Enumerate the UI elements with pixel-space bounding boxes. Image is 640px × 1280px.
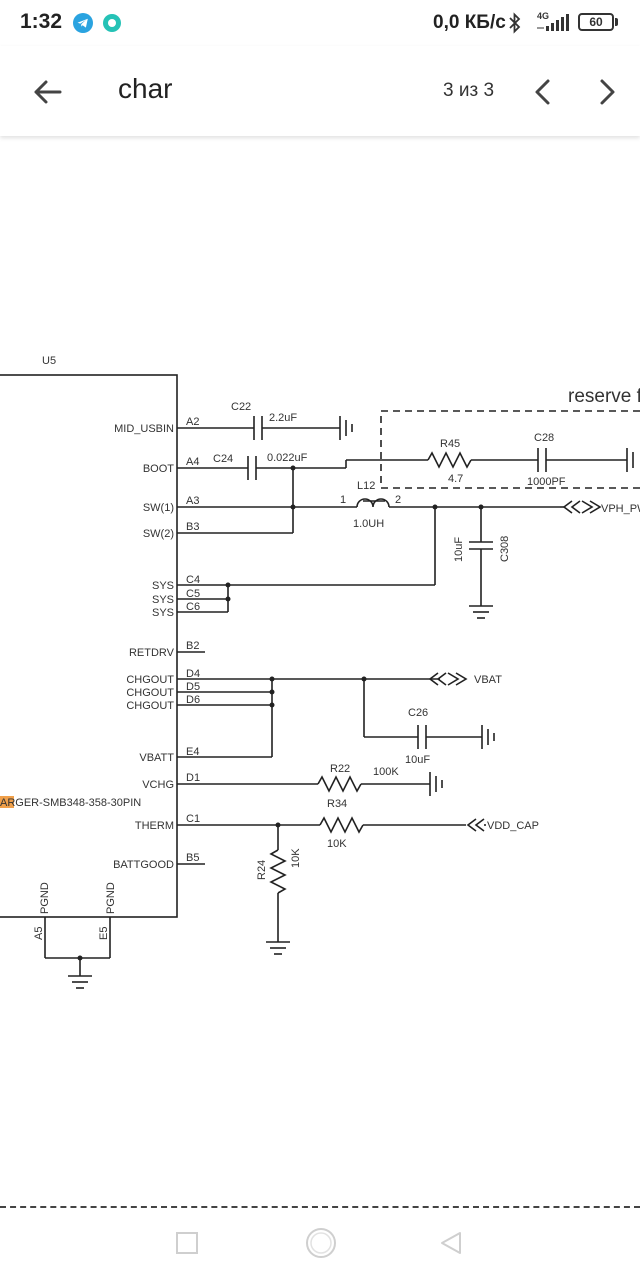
pin-number: C5	[186, 588, 200, 600]
component-ref: R24	[256, 860, 268, 880]
chevron-left-icon	[535, 79, 550, 105]
network-speed: 0,0 КБ/с	[433, 12, 506, 33]
component-ref: R45	[440, 438, 460, 450]
bottom-pin-number: E5	[98, 927, 110, 940]
recent-apps-icon	[176, 1232, 198, 1254]
page-divider	[0, 1206, 640, 1208]
component-value: 10uF	[453, 537, 465, 562]
component-value: 2.2uF	[269, 412, 297, 424]
component-value: 1.0UH	[353, 518, 384, 530]
pin-number: A3	[186, 495, 199, 507]
component-value: 10K	[327, 838, 347, 850]
system-back-button[interactable]	[436, 1228, 466, 1258]
bottom-pin-name: PGND	[39, 882, 51, 914]
signal-icon	[537, 14, 569, 31]
pin-name: BATTGOOD	[113, 859, 174, 871]
net-label: VBAT	[474, 674, 502, 686]
inductor-pin: 2	[395, 494, 401, 506]
next-match-button[interactable]	[592, 74, 622, 110]
net-label: VDD_CAP	[487, 820, 539, 832]
inductor-pin: 1	[340, 494, 346, 506]
status-time: 1:32	[20, 10, 63, 33]
pin-name: CHGOUT	[126, 674, 174, 686]
app-notification-icon	[103, 14, 121, 32]
pin-number: B5	[186, 852, 199, 864]
pin-name: SYS	[152, 607, 174, 619]
back-icon	[441, 1232, 461, 1254]
search-query[interactable]: char	[118, 73, 173, 104]
pin-name: BOOT	[143, 463, 174, 475]
component-value: 1000PF	[527, 476, 566, 488]
pin-name: THERM	[135, 820, 174, 832]
pin-name: SW(2)	[143, 528, 174, 540]
component-value: 100K	[373, 766, 399, 778]
pin-number: C6	[186, 601, 200, 613]
pin-number: D4	[186, 668, 200, 680]
pin-name: SYS	[152, 580, 174, 592]
pin-name: MID_USBIN	[114, 423, 174, 435]
chip-body	[0, 374, 178, 918]
component-ref: C308	[499, 536, 511, 562]
component-ref: C24	[213, 453, 233, 465]
navigation-bar	[0, 1208, 640, 1280]
back-button[interactable]	[30, 74, 66, 110]
battery-tip	[615, 18, 618, 26]
previous-match-button[interactable]	[528, 74, 558, 110]
search-highlight	[0, 796, 14, 808]
pin-number: B3	[186, 521, 199, 533]
battery-icon: 60	[578, 13, 614, 31]
component-ref: R22	[330, 763, 350, 775]
component-value: 4.7	[448, 473, 463, 485]
search-toolbar: char 3 из 3	[0, 46, 640, 136]
schematic-canvas[interactable]: U5 ARGER-SMB348-358-30PIN reserve f MID_…	[0, 138, 640, 1208]
reserve-label: reserve f	[568, 386, 640, 407]
chevron-right-icon	[600, 79, 615, 105]
pin-name: RETDRV	[129, 647, 175, 659]
pin-number: C1	[186, 813, 200, 825]
pin-number: D1	[186, 772, 200, 784]
pin-number: D6	[186, 694, 200, 706]
pin-name: VBATT	[139, 752, 174, 764]
status-bar: 1:32 0,0 КБ/с 4G 60	[0, 0, 640, 46]
component-value: 10uF	[405, 754, 430, 766]
back-arrow-icon	[34, 80, 62, 104]
pin-number: B2	[186, 640, 199, 652]
component-ref: C22	[231, 401, 251, 413]
home-icon	[306, 1228, 336, 1258]
part-number: ARGER-SMB348-358-30PIN	[0, 797, 141, 809]
pin-name: CHGOUT	[126, 700, 174, 712]
telegram-icon	[73, 13, 93, 33]
pin-number: A2	[186, 416, 199, 428]
recent-apps-button[interactable]	[172, 1228, 202, 1258]
pin-name: VCHG	[142, 779, 174, 791]
net-label: VPH_PW	[601, 503, 640, 515]
pin-number: C4	[186, 574, 200, 586]
component-ref: R34	[327, 798, 347, 810]
network-type: 4G	[537, 11, 550, 21]
pin-number: A4	[186, 456, 199, 468]
component-ref: C28	[534, 432, 554, 444]
bottom-pin-number: A5	[33, 927, 45, 940]
pin-number: E4	[186, 746, 199, 758]
pin-name: SW(1)	[143, 502, 174, 514]
pin-number: D5	[186, 681, 200, 693]
component-ref: L12	[357, 480, 375, 492]
component-value: 10K	[290, 848, 302, 868]
pin-name: SYS	[152, 594, 174, 606]
battery-level: 60	[589, 15, 603, 29]
component-value: 0.022uF	[267, 452, 308, 464]
bottom-pin-name: PGND	[105, 882, 117, 914]
chip-ref: U5	[42, 355, 56, 367]
bluetooth-icon	[509, 12, 521, 34]
component-ref: C26	[408, 707, 428, 719]
home-button[interactable]	[304, 1226, 338, 1260]
pin-name: CHGOUT	[126, 687, 174, 699]
match-counter: 3 из 3	[443, 80, 495, 101]
